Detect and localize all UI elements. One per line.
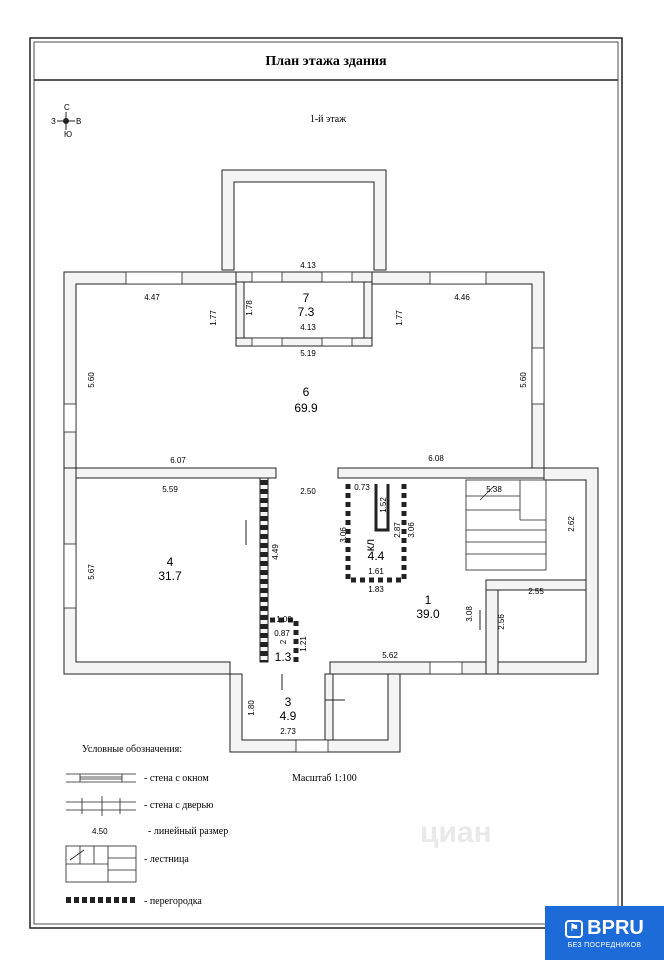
dim-label: 2.55 (528, 587, 544, 596)
outer-frame (29, 37, 623, 929)
compass-w: З (51, 117, 56, 126)
floor-label: 1-й этаж (310, 114, 346, 125)
dim-label: 3.06 (407, 522, 416, 538)
room-1-area: 39.0 (416, 607, 440, 621)
room-2-area: 1.3 (275, 650, 292, 664)
dim-label: 6.07 (170, 456, 186, 465)
dim-label: 2.87 (393, 522, 402, 538)
room-6-area: 69.9 (294, 401, 318, 415)
doors (245, 520, 481, 701)
dim-label: 1.52 (379, 497, 388, 513)
dim-label: 1.83 (368, 585, 384, 594)
compass-s: Ю (64, 130, 72, 139)
dim-label: 2.62 (567, 516, 576, 532)
brand-logo-icon: ⚑ (565, 919, 584, 938)
room-3-num: 3 (285, 695, 292, 709)
compass-icon: С Ю З В (51, 103, 81, 139)
dim-label: 4.13 (300, 261, 316, 270)
dim-label: 6.08 (428, 454, 444, 463)
brand-name: BPRU (587, 917, 644, 939)
dim-label: 0.73 (354, 483, 370, 492)
brand-subtitle: БЕЗ ПОСРЕДНИКОВ (567, 942, 642, 949)
compass-n: С (64, 103, 70, 112)
brand-badge[interactable]: ⚑ BPRU БЕЗ ПОСРЕДНИКОВ (545, 906, 664, 960)
dim-label: 2.73 (280, 727, 296, 736)
dim-label: 5.38 (486, 485, 502, 494)
dim-label: 5.67 (87, 564, 96, 580)
dim-label: 1.77 (395, 310, 404, 326)
room-kl-area: 4.4 (368, 549, 385, 563)
legend-door-icon (66, 796, 136, 816)
dim-label: 0.87 (274, 629, 290, 638)
stairs (465, 479, 547, 571)
room-6-num: 6 (303, 385, 310, 399)
compass-e: В (76, 117, 81, 126)
partitions (260, 480, 407, 662)
room-1-num: 1 (425, 593, 432, 607)
windows (63, 271, 545, 753)
legend-dim-label: - линейный размер (148, 826, 228, 837)
legend-stairs-icon (65, 845, 137, 883)
room-kl-num: кл (363, 539, 377, 551)
dim-label: 1.80 (247, 700, 256, 716)
legend-stairs-label: - лестница (144, 854, 189, 865)
room-4-num: 4 (167, 555, 174, 569)
legend-dim-sample: 4.50 (92, 827, 108, 836)
dim-label: 5.62 (382, 651, 398, 660)
room-2-num: 2 (279, 639, 288, 644)
brand-row: ⚑ BPRU (565, 917, 644, 940)
dim-label: 4.47 (144, 293, 160, 302)
watermark: циан (420, 816, 492, 849)
dim-label: 5.59 (162, 485, 178, 494)
scale-label: Масштаб 1:100 (292, 773, 357, 784)
dim-label: 3.06 (339, 527, 348, 543)
room-7-num: 7 (303, 291, 310, 305)
dim-label: 1.78 (245, 300, 254, 316)
dim-label: 2.50 (300, 487, 316, 496)
legend-partition-label: - перегородка (144, 896, 202, 907)
room-labels: 7 7.3 6 69.9 4 31.7 1 39.0 кл 4.4 2 1.3 … (158, 291, 440, 723)
dimension-labels: 4.13 4.47 4.46 1.77 1.78 4.13 1.77 5.19 … (87, 261, 576, 736)
dim-label: 4.13 (300, 323, 316, 332)
legend-window-label: - стена с окном (144, 773, 209, 784)
dim-label: 5.60 (87, 372, 96, 388)
dim-label: 5.60 (519, 372, 528, 388)
plan-title: План этажа здания (265, 54, 387, 69)
room-3-area: 4.9 (280, 709, 297, 723)
walls (63, 169, 599, 753)
dim-label: 4.49 (271, 544, 280, 560)
dim-label: 5.19 (300, 349, 316, 358)
dim-label: 1.77 (209, 310, 218, 326)
dim-label: 3.08 (465, 606, 474, 622)
dim-label: 1.00 (276, 615, 292, 624)
legend-door-label: - стена с дверью (144, 800, 214, 811)
dim-label: 1.61 (368, 567, 384, 576)
legend-window-icon (66, 773, 136, 783)
inner-frame (33, 41, 619, 925)
room-7-area: 7.3 (298, 305, 315, 319)
legend-heading: Условные обозначения: (82, 744, 182, 755)
room-4-area: 31.7 (158, 569, 182, 583)
dim-label: 2.56 (497, 614, 506, 630)
dim-label: 4.46 (454, 293, 470, 302)
legend: Условные обозначения: - стена с окном - … (65, 744, 228, 907)
dim-label: 1.21 (299, 636, 308, 652)
